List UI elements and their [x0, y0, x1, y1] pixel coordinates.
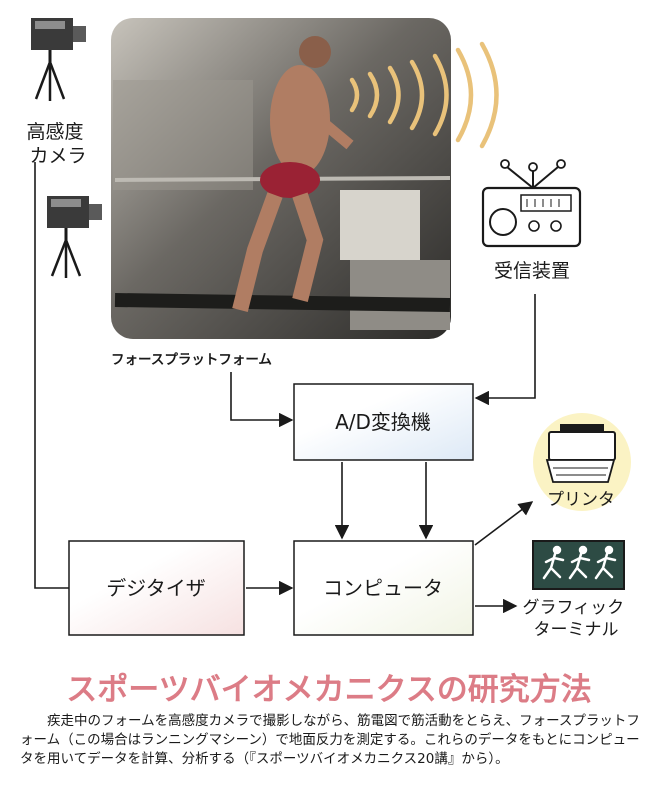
signal-waves [349, 41, 499, 149]
signal-flow-arrows [34, 162, 536, 614]
figure-caption: 疾走中のフォームを高感度カメラで撮影しながら、筋電図で筋活動をとらえ、フォースプ… [20, 713, 640, 767]
video-camera-icon [31, 18, 86, 101]
runner-photo [111, 18, 451, 339]
graphic-terminal-label: グラフィック ターミナル [522, 598, 629, 640]
ad-converter-box [293, 383, 474, 461]
runners-icon [532, 540, 625, 590]
force-plate-label: フォースプラットフォーム [111, 352, 272, 368]
computer-box [293, 540, 474, 636]
computer-label: コンピュータ [323, 576, 443, 600]
digitizer-label: デジタイザ [106, 576, 206, 600]
camera-label: 高感度 カメラ [26, 121, 89, 167]
radio-receiver-icon [481, 159, 582, 248]
page-title: スポーツバイオメカニクスの研究方法 [66, 672, 592, 708]
ad-converter-label: A/D変換機 [335, 410, 431, 434]
video-camera-icon [47, 196, 102, 278]
printer-label: プリンタ [547, 490, 615, 510]
receiver-label: 受信装置 [494, 260, 570, 282]
printer-icon [533, 413, 631, 511]
